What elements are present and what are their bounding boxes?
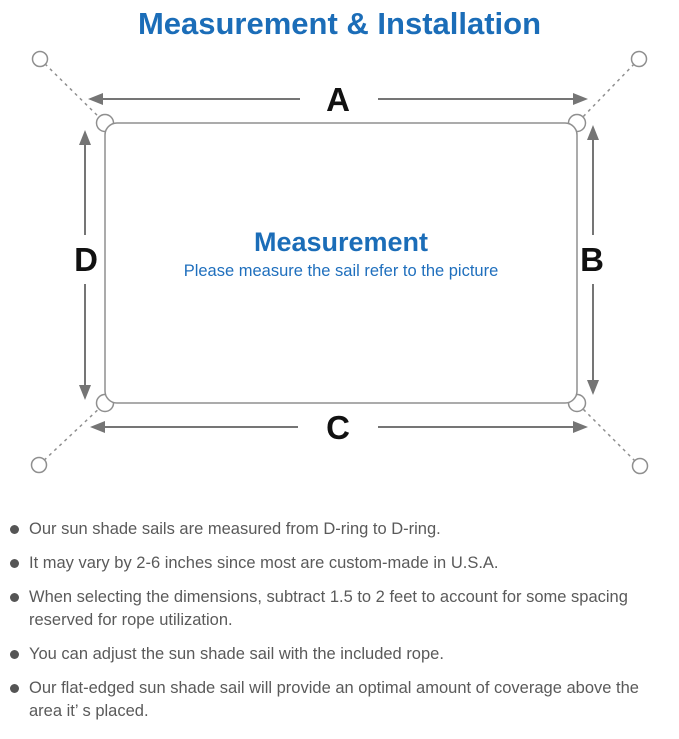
dimension-label-c: C xyxy=(326,409,350,446)
dimension-label-d: D xyxy=(74,241,98,278)
bullet-icon xyxy=(10,593,19,602)
note-text: It may vary by 2-6 inches since most are… xyxy=(29,554,499,572)
dimension-label-b: B xyxy=(580,241,604,278)
rope-bottom-right xyxy=(577,403,641,467)
rope-top-left xyxy=(39,58,105,123)
list-item: You can adjust the sun shade sail with t… xyxy=(10,643,669,666)
anchor-points xyxy=(30,50,649,475)
bullet-icon xyxy=(10,650,19,659)
dimension-arrowheads-d xyxy=(79,130,91,400)
dimension-label-a: A xyxy=(326,81,350,118)
anchor-circle xyxy=(631,457,649,475)
list-item: When selecting the dimensions, subtract … xyxy=(10,586,669,632)
bullet-icon xyxy=(10,525,19,534)
page-title: Measurement & Installation xyxy=(137,6,542,41)
anchor-circle xyxy=(630,50,648,68)
dimension-arrowheads-c xyxy=(90,421,588,433)
rope-bottom-left xyxy=(38,403,105,466)
notes-list: Our sun shade sails are measured from D-… xyxy=(0,518,679,723)
diagram-center-subtitle: Please measure the sail refer to the pic… xyxy=(184,262,499,280)
dimension-arrowheads-b xyxy=(587,125,599,395)
list-item: Our sun shade sails are measured from D-… xyxy=(10,518,669,541)
anchor-circle xyxy=(31,50,49,68)
tension-rope-lines xyxy=(38,58,641,467)
note-text: Our flat-edged sun shade sail will provi… xyxy=(29,679,639,720)
list-item: Our flat-edged sun shade sail will provi… xyxy=(10,677,669,723)
rope-top-right xyxy=(577,58,640,123)
diagram-center-title: Measurement xyxy=(254,227,428,257)
sail-measurement-diagram: A B C D Measurement Please measure the s… xyxy=(30,50,649,475)
note-text: When selecting the dimensions, subtract … xyxy=(29,588,628,629)
bullet-icon xyxy=(10,559,19,568)
anchor-circle xyxy=(30,456,48,474)
shade-sail-rectangle xyxy=(104,122,578,404)
list-item: It may vary by 2-6 inches since most are… xyxy=(10,552,669,575)
note-text: Our sun shade sails are measured from D-… xyxy=(29,520,441,538)
note-text: You can adjust the sun shade sail with t… xyxy=(29,645,444,663)
dimension-arrowheads-a xyxy=(88,93,588,105)
bullet-icon xyxy=(10,684,19,693)
